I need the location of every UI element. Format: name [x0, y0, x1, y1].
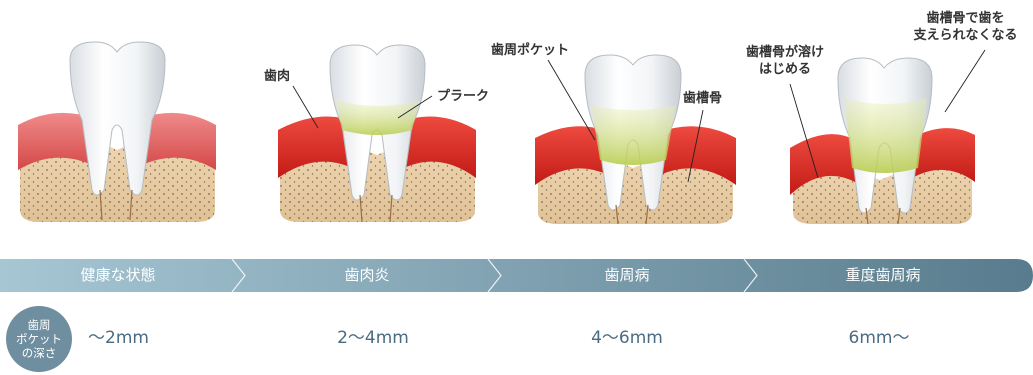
stage-label-severe: 重度歯周病	[783, 259, 983, 292]
depth-periodontitis: 4～6mm	[527, 327, 727, 349]
label-periodontal-pocket: 歯周ポケット	[491, 42, 569, 59]
stage-label-periodontitis: 歯周病	[527, 259, 727, 292]
label-bone-dissolving: 歯槽骨が溶け はじめる	[730, 44, 840, 78]
label-alveolar-bone: 歯槽骨	[683, 90, 722, 107]
depth-gingivitis: 2～4mm	[273, 327, 473, 349]
pocket-depth-badge: 歯周 ポケット の深さ	[6, 306, 72, 372]
healthy-tooth-illustration	[18, 42, 216, 222]
illustrations	[0, 0, 1033, 255]
depth-healthy: ～2mm	[88, 327, 168, 349]
stage-label-healthy: 健康な状態	[18, 259, 218, 292]
severe-periodontitis-tooth-illustration	[790, 58, 975, 224]
label-cannot-support: 歯槽骨で歯を 支えられなくなる	[903, 10, 1028, 44]
gingivitis-tooth-illustration	[278, 45, 476, 222]
label-plaque: プラーク	[437, 88, 489, 105]
stage-label-gingivitis: 歯肉炎	[267, 259, 467, 292]
periodontitis-tooth-illustration	[535, 55, 736, 224]
label-gum: 歯肉	[264, 68, 290, 85]
depth-severe: 6mm～	[779, 327, 979, 349]
